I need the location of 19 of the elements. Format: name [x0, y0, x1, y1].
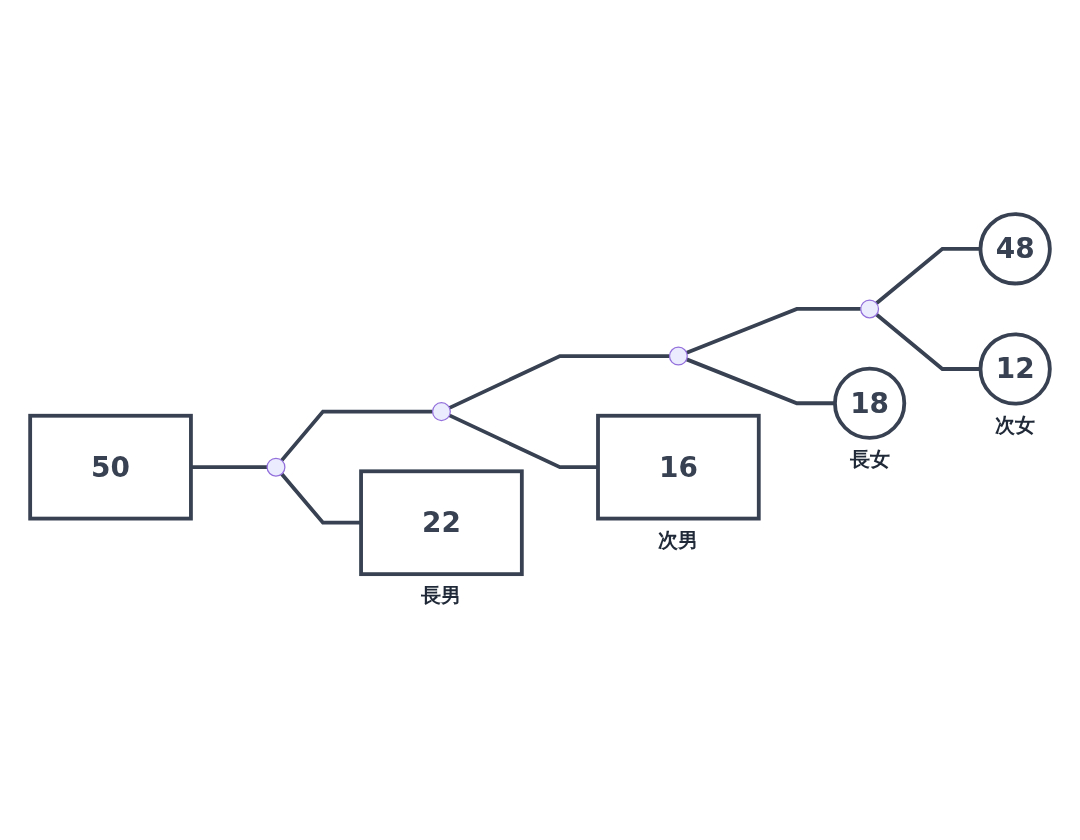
- member-caption: 長女: [849, 447, 890, 472]
- node-circle: 18: [833, 367, 907, 441]
- member-caption: 次男: [658, 527, 699, 552]
- node-circle: [266, 458, 286, 478]
- node-circle: 12: [978, 332, 1052, 406]
- node-circle: [860, 299, 880, 319]
- connector: [685, 358, 835, 406]
- member-caption: 次女: [995, 413, 1036, 438]
- connector: [280, 410, 433, 463]
- node-box: 22: [359, 469, 524, 577]
- node-circle: [668, 347, 688, 367]
- connector: [448, 414, 598, 470]
- node-circle: [431, 402, 451, 422]
- connector: [685, 307, 861, 355]
- node-box: 50: [28, 414, 193, 521]
- connector: [448, 354, 670, 411]
- node-box: 16: [596, 414, 761, 521]
- member-caption: 長男: [421, 583, 462, 608]
- node-circle: 48: [978, 212, 1052, 286]
